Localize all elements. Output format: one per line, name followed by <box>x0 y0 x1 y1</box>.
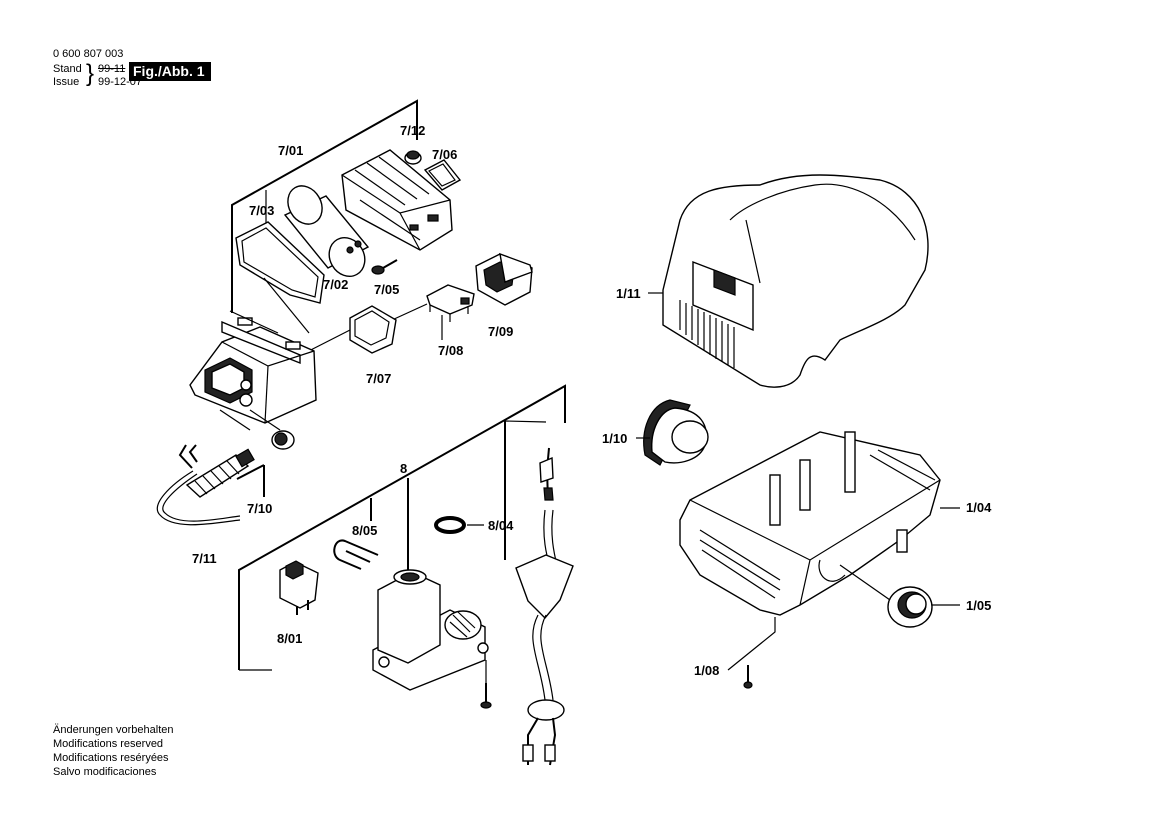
label-7-09: 7/09 <box>488 324 514 339</box>
micro-switch-8-01 <box>279 560 319 615</box>
label-8-05: 8/05 <box>352 523 378 538</box>
switch-7-09 <box>475 252 533 306</box>
label-8-04: 8/04 <box>488 518 514 533</box>
clip-8-05 <box>333 539 379 570</box>
screw-1-08 <box>743 665 753 689</box>
label-7-11: 7/11 <box>192 551 217 566</box>
capacitor-7-02 <box>283 185 370 277</box>
base-1-04 <box>679 431 941 616</box>
label-7-05: 7/05 <box>374 282 400 297</box>
seal-7-06 <box>423 159 462 191</box>
label-7-06: 7/06 <box>432 147 458 162</box>
note-en: Modifications reserved <box>53 738 164 750</box>
label-7-01: 7/01 <box>278 143 304 158</box>
label-7-03: 7/03 <box>249 203 275 218</box>
part-number: 0 600 807 003 <box>53 48 124 60</box>
o-ring-8-04 <box>434 516 466 534</box>
label-1-10: 1/10 <box>602 431 628 446</box>
switch-box <box>189 317 317 424</box>
strain-relief-7-10 <box>185 430 295 498</box>
connector-7-08 <box>426 284 475 322</box>
label-7-07: 7/07 <box>366 371 392 386</box>
cover-1-11 <box>662 174 929 388</box>
modification-notes: Änderungen vorbehalten Modifications res… <box>53 723 173 779</box>
switch-housing-7-01 <box>341 149 453 251</box>
cable-7-11 <box>156 444 241 526</box>
figure-label: Fig./Abb. 1 <box>129 62 211 81</box>
label-8: 8 <box>400 461 408 476</box>
note-fr: Modifications reséryées <box>53 752 169 764</box>
brace: } <box>86 60 95 87</box>
label-1-08: 1/08 <box>694 663 720 678</box>
issue-label: Issue <box>53 76 80 88</box>
grommet-7-12 <box>404 150 422 165</box>
note-de: Änderungen vorbehalten <box>53 724 174 736</box>
power-cord <box>515 447 574 766</box>
note-es: Salvo modificaciones <box>53 766 157 778</box>
hood-1-10 <box>643 399 709 466</box>
label-8-01: 8/01 <box>277 631 303 646</box>
pump-motor-8 <box>372 569 489 691</box>
stand-label: Stand <box>53 63 82 75</box>
label-1-05: 1/05 <box>966 598 992 613</box>
label-7-12: 7/12 <box>400 123 426 138</box>
screw-7-05 <box>371 259 398 275</box>
old-date: 99-11 <box>98 63 126 75</box>
gasket-7-03 <box>235 221 325 304</box>
foot-1-05 <box>887 586 933 628</box>
label-7-02: 7/02 <box>323 277 349 292</box>
label-1-11: 1/11 <box>616 286 641 301</box>
label-1-04: 1/04 <box>966 500 992 515</box>
label-7-08: 7/08 <box>438 343 464 358</box>
motor-screw <box>480 660 492 709</box>
label-7-10: 7/10 <box>247 501 273 516</box>
rocker-7-07 <box>349 305 397 354</box>
